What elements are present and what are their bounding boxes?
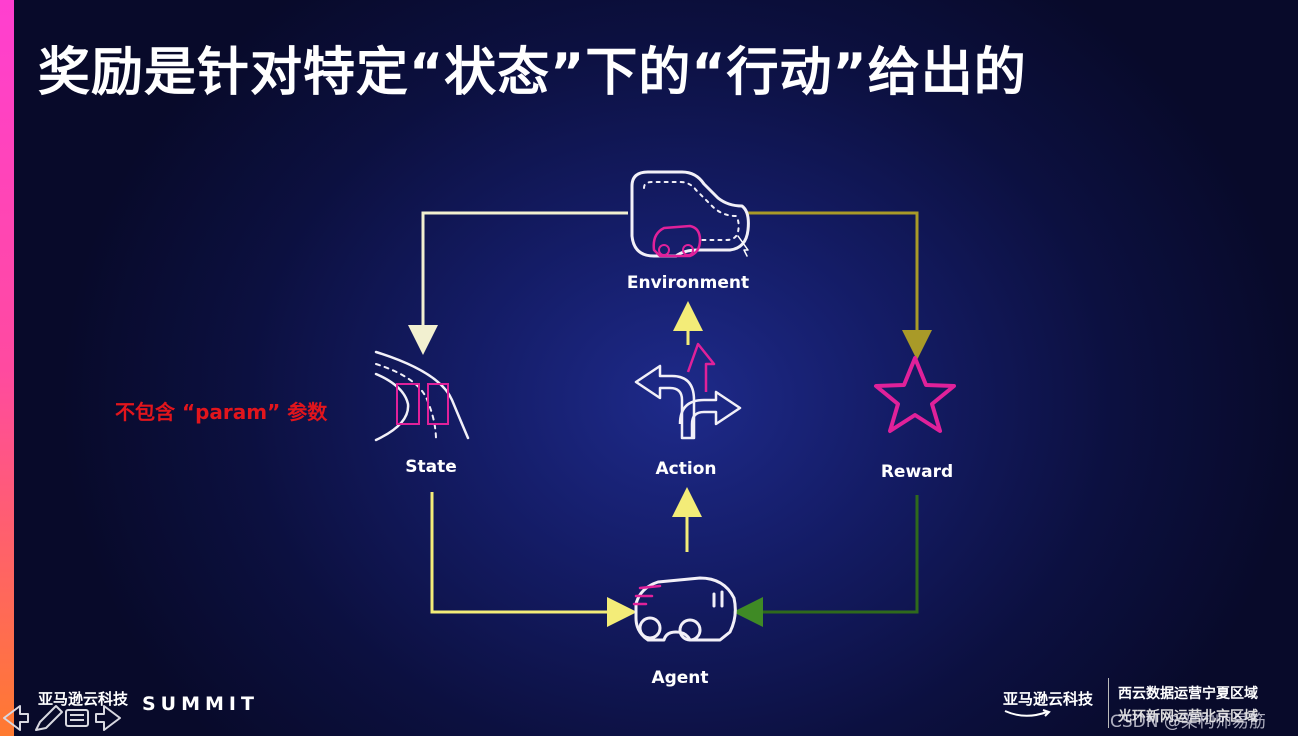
region-line-2: 光环新网运营北京区域: [1118, 709, 1258, 725]
summit-wordmark: SUMMIT: [142, 693, 259, 715]
reward-to-agent-arrow: [733, 495, 919, 627]
brand-smile-icon: [1004, 709, 1051, 717]
brand-logo-right: 亚马逊云科技: [1003, 690, 1094, 708]
race-track-icon: [630, 170, 750, 258]
region-line-1: 西云数据运营宁夏区域: [1118, 686, 1258, 702]
prev-slide-icon: [3, 705, 29, 731]
next-slide-icon: [95, 705, 121, 731]
agent-label: Agent: [651, 668, 709, 688]
footer-divider: [1108, 678, 1109, 728]
star-icon: [874, 356, 956, 433]
env-to-reward-arrow: [748, 211, 932, 360]
slide-title: 奖励是针对特定“状态”下的“行动”给出的: [38, 43, 1027, 103]
brand-logo-left: 亚马逊云科技: [38, 690, 129, 708]
slide-nav-controls: [3, 705, 121, 731]
pen-icon: [35, 705, 63, 731]
env-to-state-arrow: [408, 211, 628, 355]
watermark: CSDN @架构师易筋: [1110, 712, 1266, 732]
state-label: State: [405, 457, 457, 477]
environment-label: Environment: [626, 273, 750, 293]
reward-label: Reward: [880, 462, 954, 482]
direction-arrows-icon: [634, 342, 742, 440]
state-to-agent-arrow: [430, 492, 637, 627]
menu-icon: [65, 709, 89, 727]
car-icon: [632, 576, 737, 642]
accent-bar: [0, 0, 14, 736]
road-icon: [374, 350, 470, 442]
annotation-note: 不包含 “param” 参数: [115, 400, 328, 424]
action-label: Action: [655, 459, 717, 479]
